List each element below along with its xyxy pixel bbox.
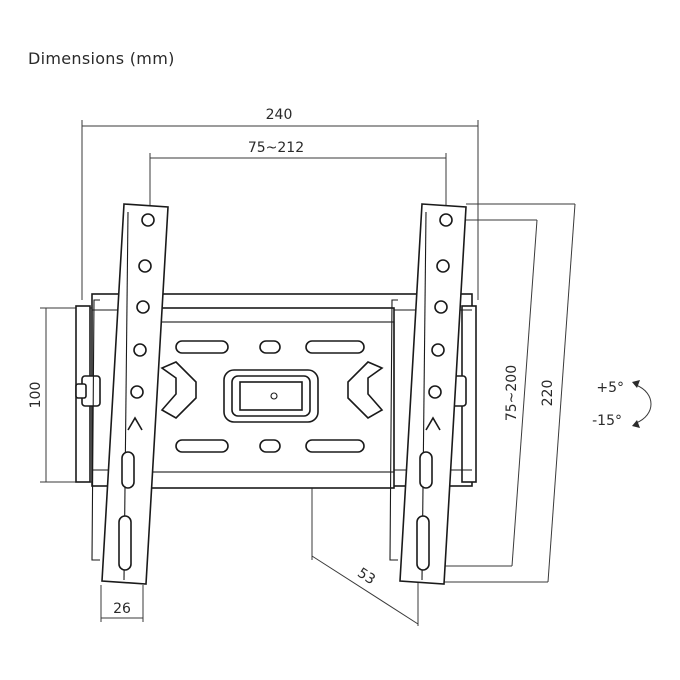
mount-slot: [175, 439, 229, 453]
left-tilt-knob: [75, 375, 101, 407]
bracket-width-label: 26: [113, 601, 131, 617]
overall-width-label: 240: [266, 107, 293, 123]
arrow-up-icon: [127, 416, 143, 431]
center-plate: [149, 307, 395, 489]
dimension-bracket-width: 26: [100, 585, 144, 622]
diagram-title: Dimensions (mm): [28, 49, 175, 68]
left-vertical-arm: [91, 203, 169, 585]
left-tilt-tab: [160, 361, 197, 419]
wall-depth-label: 53: [354, 565, 378, 588]
arrow-up-icon: [425, 416, 441, 431]
vertical-vesa-label: 75~200: [504, 365, 520, 421]
mount-slot: [259, 340, 281, 354]
tilt-arrow-down-icon: [632, 420, 640, 428]
right-vertical-arm: [389, 203, 467, 585]
tilt-up-label: +5°: [596, 380, 624, 396]
dimension-horizontal-vesa: 75~212: [149, 140, 447, 206]
tilt-indicator: +5° -15°: [592, 380, 652, 429]
dimension-overall-width: 240: [81, 107, 479, 300]
overall-height-label: 220: [540, 380, 556, 407]
horizontal-vesa-label: 75~212: [248, 140, 304, 156]
frame-height-label: 100: [28, 382, 44, 409]
tilt-arrow-up-icon: [632, 380, 640, 388]
mount-slot: [305, 340, 365, 354]
dimension-overall-height: 220: [438, 203, 576, 583]
mount-slot: [175, 340, 229, 354]
mount-slot: [259, 439, 281, 453]
dimension-vertical-vesa: 75~200: [438, 219, 538, 567]
right-tilt-tab: [347, 361, 384, 419]
mount-slot: [305, 439, 365, 453]
tilt-down-label: -15°: [592, 413, 622, 429]
